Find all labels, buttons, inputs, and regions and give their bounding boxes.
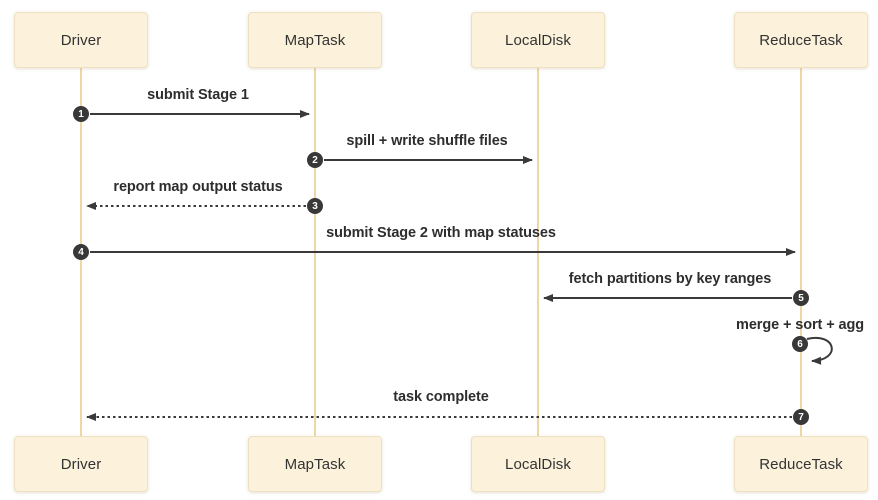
actor-driver-bottom: Driver bbox=[14, 436, 148, 492]
sequence-badge-6: 6 bbox=[792, 336, 808, 352]
message-label-2: spill + write shuffle files bbox=[346, 133, 508, 149]
actor-label: Driver bbox=[60, 455, 102, 473]
sequence-badge-4: 4 bbox=[73, 244, 89, 260]
actor-label: MapTask bbox=[284, 31, 346, 49]
actor-label: ReduceTask bbox=[759, 31, 843, 49]
sequence-badge-1: 1 bbox=[73, 106, 89, 122]
sequence-badge-2: 2 bbox=[307, 152, 323, 168]
sequence-badge-5: 5 bbox=[793, 290, 809, 306]
sequence-badge-3: 3 bbox=[307, 198, 323, 214]
actor-reducetask-bottom: ReduceTask bbox=[734, 436, 868, 492]
sequence-badge-7: 7 bbox=[793, 409, 809, 425]
self-loop-arrow-6-reducetask bbox=[806, 336, 833, 365]
actor-label: LocalDisk bbox=[505, 31, 571, 49]
message-label-4: submit Stage 2 with map statuses bbox=[326, 225, 556, 241]
actor-maptask-bottom: MapTask bbox=[248, 436, 382, 492]
actor-driver-top: Driver bbox=[14, 12, 148, 68]
message-label-3: report map output status bbox=[113, 179, 283, 195]
actor-label: MapTask bbox=[284, 455, 346, 473]
actor-localdisk-bottom: LocalDisk bbox=[471, 436, 605, 492]
actor-label: LocalDisk bbox=[505, 455, 571, 473]
message-label-1: submit Stage 1 bbox=[147, 87, 249, 103]
actor-reducetask-top: ReduceTask bbox=[734, 12, 868, 68]
actor-label: ReduceTask bbox=[759, 455, 843, 473]
message-label-6: merge + sort + agg bbox=[736, 317, 864, 333]
message-label-5: fetch partitions by key ranges bbox=[568, 271, 772, 287]
actor-maptask-top: MapTask bbox=[248, 12, 382, 68]
actor-localdisk-top: LocalDisk bbox=[471, 12, 605, 68]
message-label-7: task complete bbox=[393, 389, 489, 405]
actor-label: Driver bbox=[60, 31, 102, 49]
